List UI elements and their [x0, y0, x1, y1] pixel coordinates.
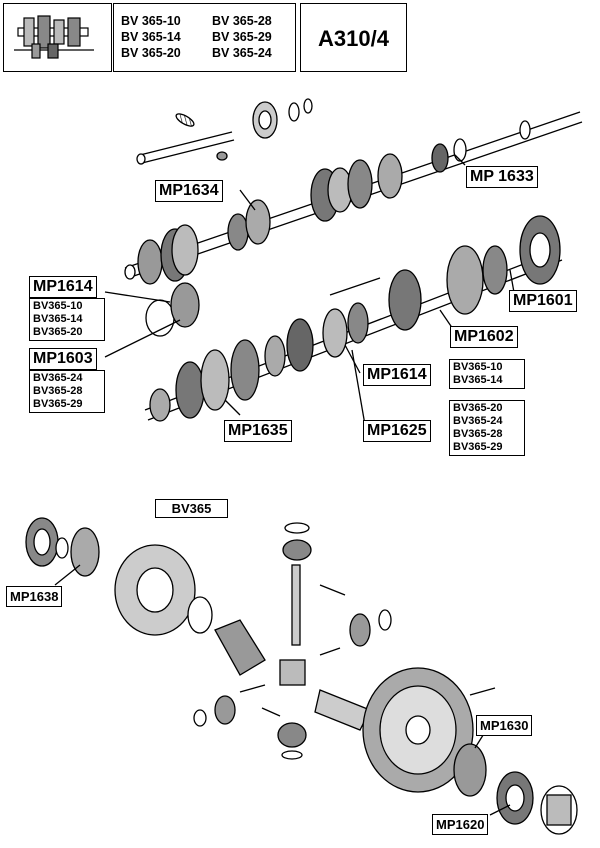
ref-code-box: A310/4 — [300, 3, 407, 72]
leader-lines — [54, 154, 516, 816]
variant-code: BV 365-24 — [212, 46, 272, 60]
output-shaft-assembly-icon — [144, 215, 563, 422]
variant-code: BV365-14 — [33, 313, 83, 325]
variant-code: BV 365-28 — [212, 14, 272, 28]
variant-code: BV365-24 — [33, 372, 83, 384]
input-shaft-assembly-icon — [124, 98, 583, 285]
part-label-mp1635: MP1635 — [224, 420, 292, 442]
variant-group-d: BV365-20 BV365-24 BV365-28 BV365-29 — [449, 400, 525, 456]
variant-code: BV 365-29 — [212, 30, 272, 44]
variant-code: BV 365-10 — [121, 14, 181, 28]
variant-code: BV365-20 — [33, 326, 83, 338]
variants-box: BV 365-10 BV 365-14 BV 365-20 BV 365-28 … — [113, 3, 296, 72]
variant-group-a: BV365-10 BV365-14 BV365-20 — [29, 298, 105, 341]
variant-code: BV365-28 — [33, 385, 83, 397]
variant-code: BV365-20 — [453, 402, 503, 414]
gearbox-thumbnail-icon — [14, 15, 94, 59]
part-label-mp1638: MP1638 — [6, 586, 63, 607]
part-label-mp1602: MP1602 — [450, 326, 518, 348]
variant-group-b: BV365-24 BV365-28 BV365-29 — [29, 370, 105, 413]
part-label-mp1633: MP 1633 — [466, 166, 538, 188]
differential-assembly-icon — [25, 517, 578, 835]
part-label-mp1601: MP1601 — [509, 290, 577, 312]
variant-code: BV 365-20 — [121, 46, 181, 60]
variant-code: BV365-10 — [33, 300, 83, 312]
variant-code: BV365-14 — [453, 374, 503, 386]
thumbnail-box — [3, 3, 112, 72]
ref-code: A310/4 — [318, 26, 389, 51]
part-label-mp1634: MP1634 — [155, 180, 223, 202]
variant-code: BV365-10 — [453, 361, 503, 373]
variant-code: BV 365-14 — [121, 30, 181, 44]
part-label-mp1603: MP1603 — [29, 348, 97, 370]
part-label-mp1614: MP1614 — [29, 276, 97, 298]
variant-code: BV365-29 — [33, 398, 83, 410]
part-label-mp1614-mid: MP1614 — [363, 364, 431, 386]
variant-code: BV365-24 — [453, 415, 503, 427]
variant-group-c: BV365-10 BV365-14 — [449, 359, 525, 389]
variant-code: BV365-28 — [453, 428, 503, 440]
section-label-bv365: BV365 — [155, 499, 228, 518]
part-label-mp1620: MP1620 — [432, 814, 489, 835]
variant-code: BV365-29 — [453, 441, 503, 453]
part-label-mp1625: MP1625 — [363, 420, 431, 442]
part-label-mp1630: MP1630 — [476, 715, 533, 736]
